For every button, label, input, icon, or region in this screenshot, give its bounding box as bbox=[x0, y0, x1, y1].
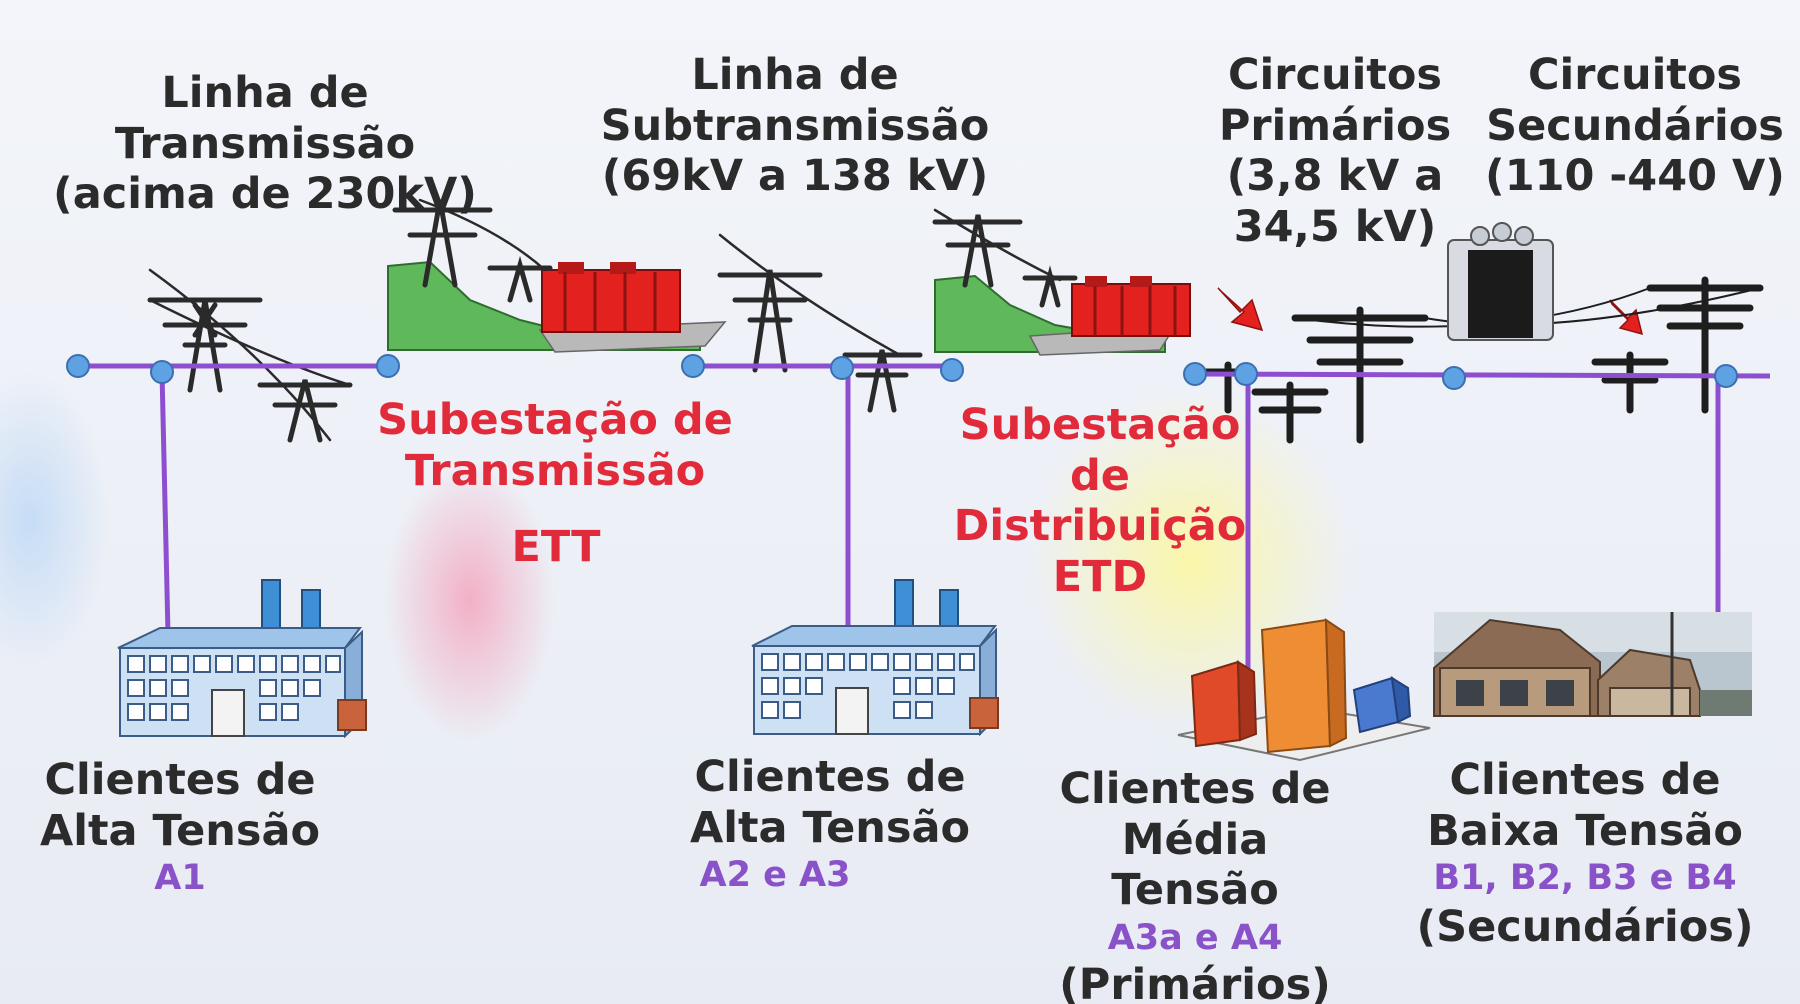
transmission-line-label: Linha de Transmissão (acima de 230kV) bbox=[20, 68, 510, 220]
transmission-towers bbox=[147, 198, 1078, 443]
distribution-substation-label: Subestação de Distribuição bbox=[940, 400, 1260, 552]
label-line: Subestação bbox=[959, 400, 1241, 450]
label-line: (110 -440 V) bbox=[1485, 151, 1785, 202]
node bbox=[66, 354, 90, 378]
label-line: (3,8 kV a bbox=[1226, 151, 1444, 202]
client-low-code: B1, B2, B3 e B4 bbox=[1433, 858, 1737, 898]
label-line: Clientes de bbox=[1449, 755, 1721, 805]
node bbox=[150, 360, 174, 384]
factory-a2a3-icon bbox=[751, 579, 999, 737]
node bbox=[940, 358, 964, 382]
label-line: Primários bbox=[1218, 100, 1452, 151]
client-high-a2a3-code: A2 e A3 bbox=[699, 855, 851, 895]
transmission-transformer-icon bbox=[541, 262, 681, 333]
client-medium-note: (Primários) bbox=[1059, 960, 1331, 1004]
tower-icon bbox=[932, 214, 1023, 288]
label-line: Clientes de bbox=[694, 752, 966, 802]
arrow-primary-icon bbox=[1217, 287, 1264, 332]
label-line: Subestação de bbox=[377, 395, 733, 445]
transmission-substation-label: Subestação de Transmissão bbox=[360, 395, 750, 496]
tower-icon bbox=[147, 297, 263, 393]
blue-glow bbox=[0, 370, 110, 670]
client-medium-label: Clientes de Média Tensão bbox=[1040, 764, 1350, 916]
pole-transformer-icon bbox=[1447, 222, 1554, 341]
subtransmission-line-label: Linha de Subtransmissão (69kV a 138 kV) bbox=[570, 50, 1020, 202]
label-line: Alta Tensão bbox=[689, 802, 971, 853]
label-line: Secundários bbox=[1486, 100, 1784, 151]
label-line: Subtransmissão bbox=[600, 100, 990, 151]
label-line: Tensão bbox=[1111, 865, 1279, 916]
label-line: Circuitos bbox=[1527, 50, 1743, 100]
network-nodes bbox=[66, 354, 1738, 390]
node bbox=[376, 354, 400, 378]
label-line: Clientes de bbox=[44, 755, 316, 805]
client-low-note: (Secundários) bbox=[1416, 902, 1754, 952]
network-lines bbox=[78, 363, 1771, 672]
node bbox=[1234, 362, 1258, 386]
factory-a1-icon bbox=[117, 579, 367, 739]
pole-icon bbox=[1646, 276, 1764, 414]
node bbox=[1183, 362, 1207, 386]
label-line: Clientes de bbox=[1059, 764, 1331, 814]
pole-icon bbox=[1591, 351, 1669, 414]
label-line: Linha de bbox=[691, 50, 899, 100]
pink-glow bbox=[385, 460, 555, 740]
tower-icon bbox=[1022, 265, 1078, 308]
etd-label: ETD bbox=[1052, 552, 1148, 602]
label-line: Média bbox=[1121, 814, 1269, 865]
client-high-a2a3-label: Clientes de Alta Tensão bbox=[665, 752, 995, 853]
node bbox=[830, 356, 854, 380]
pole-icon bbox=[1251, 381, 1329, 444]
label-line: Baixa Tensão bbox=[1427, 805, 1743, 856]
client-high-a1-label: Clientes de Alta Tensão bbox=[20, 755, 340, 856]
secondary-circuits-label: Circuitos Secundários (110 -440 V) bbox=[1475, 50, 1795, 202]
label-line: Distribuição bbox=[953, 501, 1247, 552]
label-line: (acima de 230kV) bbox=[53, 169, 477, 220]
tower-icon bbox=[842, 349, 923, 413]
arrow-secondary-icon bbox=[1609, 299, 1644, 336]
primary-circuits-label: Circuitos Primários (3,8 kV a 34,5 kV) bbox=[1215, 50, 1455, 253]
label-line: de bbox=[1070, 450, 1130, 501]
label-line: Transmissão bbox=[404, 445, 706, 496]
client-high-a1-code: A1 bbox=[154, 858, 206, 898]
client-medium-code: A3a e A4 bbox=[1107, 918, 1283, 958]
label-line: Alta Tensão bbox=[39, 805, 321, 856]
buildings-medium-icon bbox=[1177, 618, 1431, 762]
node bbox=[1714, 364, 1738, 388]
node bbox=[681, 354, 705, 378]
label-line: (69kV a 138 kV) bbox=[601, 151, 989, 202]
ett-label: ETT bbox=[511, 522, 601, 572]
label-line: Transmissão bbox=[114, 118, 416, 169]
label-line: 34,5 kV) bbox=[1233, 202, 1437, 253]
client-low-label: Clientes de Baixa Tensão bbox=[1395, 755, 1775, 856]
label-line: Circuitos bbox=[1227, 50, 1443, 100]
distribution-transformer-icon bbox=[1071, 276, 1191, 337]
tower-icon bbox=[717, 269, 823, 373]
tower-icon bbox=[487, 255, 553, 303]
node bbox=[1442, 366, 1466, 390]
label-line: Linha de bbox=[161, 68, 369, 118]
houses-low-icon bbox=[1433, 612, 1752, 717]
